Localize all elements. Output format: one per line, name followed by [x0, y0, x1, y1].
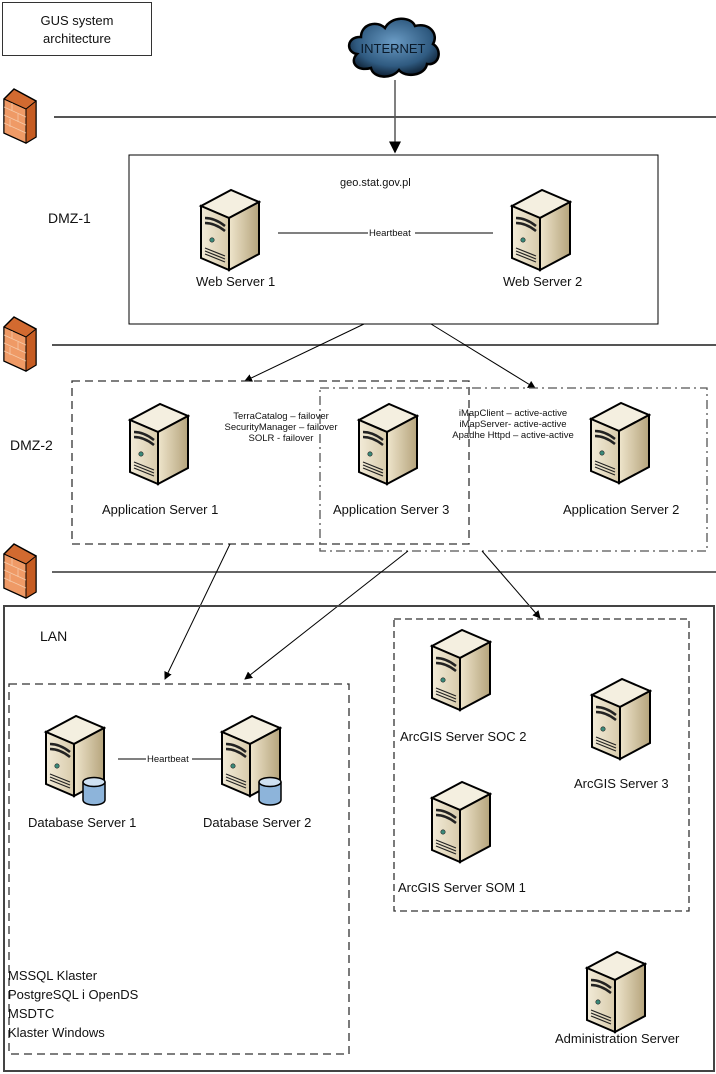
service-solr: SOLR - failover [248, 433, 314, 444]
firewall-icon [3, 543, 37, 599]
app-server-2-label: Application Server 2 [563, 502, 680, 517]
app-group1-services: TerraCatalog – failover SecurityManager … [216, 411, 346, 444]
web-heartbeat-label: Heartbeat [368, 228, 412, 239]
db-group-box [8, 683, 350, 1055]
title-line-2: architecture [43, 31, 111, 46]
app-group1-box [71, 380, 470, 545]
service-securitymanager: SecurityManager – failover [224, 422, 338, 433]
arrow-app2-to-arcgis [481, 550, 541, 619]
server-icon [429, 780, 493, 864]
app-server-3-label: Application Server 3 [333, 502, 450, 517]
arcgis-soc2-label: ArcGIS Server SOC 2 [400, 729, 527, 744]
server-icon [43, 714, 107, 798]
note-msdtc: MSDTC [8, 1006, 55, 1021]
app-server-1-icon[interactable] [126, 400, 191, 486]
arcgis-som1-icon[interactable] [428, 778, 493, 864]
service-imapserver: iMapServer- active-active [459, 419, 567, 430]
server-icon [588, 401, 652, 485]
admin-server-label: Administration Server [555, 1031, 680, 1046]
note-postgresql: PostgreSQL i OpenDS [8, 987, 139, 1002]
server-icon [429, 628, 493, 712]
server-icon [589, 677, 653, 761]
arcgis-3-icon[interactable] [588, 675, 653, 761]
cloud-icon [348, 17, 440, 78]
firewall-icon [3, 316, 37, 372]
diagram-title: GUS system architecture [2, 2, 152, 56]
server-icon [356, 402, 420, 486]
server-icon [509, 188, 573, 272]
database-icon [258, 776, 282, 806]
firewall-icon [3, 88, 37, 144]
app-group2-services: iMapClient – active-active iMapServer- a… [448, 408, 578, 441]
zone-label-dmz1: DMZ-1 [48, 210, 91, 226]
app-group2-box [319, 387, 708, 552]
database-icon [82, 776, 106, 806]
arrow-to-app-group2 [430, 323, 536, 389]
app-server-2-icon[interactable] [587, 399, 652, 485]
arrow-app1-to-db [164, 543, 231, 680]
arrow-to-app-group1 [244, 323, 365, 382]
web-server-2-icon[interactable] [508, 186, 573, 272]
service-apache-httpd: Apadhe Httpd – active-active [452, 430, 574, 441]
admin-server-icon[interactable] [583, 948, 648, 1034]
note-mssql: MSSQL Klaster [8, 968, 98, 983]
service-terracatalog: TerraCatalog – failover [233, 411, 329, 422]
arrow-app3-to-db [244, 550, 409, 680]
note-windows-cluster: Klaster Windows [8, 1025, 105, 1040]
arcgis-som1-label: ArcGIS Server SOM 1 [398, 880, 526, 895]
server-icon [198, 188, 262, 272]
arcgis-3-label: ArcGIS Server 3 [574, 776, 669, 791]
arcgis-group-box [393, 618, 690, 912]
internet-label: INTERNET [360, 41, 426, 56]
db-heartbeat-label: Heartbeat [146, 754, 190, 765]
app-server-1-label: Application Server 1 [102, 502, 219, 517]
web-server-1-icon[interactable] [197, 186, 262, 272]
zone-label-dmz2: DMZ-2 [10, 437, 53, 453]
arcgis-soc2-icon[interactable] [428, 626, 493, 712]
server-icon [584, 950, 648, 1034]
app-server-3-icon[interactable] [355, 400, 420, 486]
web-server-1-label: Web Server 1 [196, 274, 276, 289]
db-server-1-icon[interactable] [42, 712, 107, 798]
lan-box [3, 605, 715, 1072]
zone-label-lan: LAN [40, 628, 68, 644]
web-server-2-label: Web Server 2 [503, 274, 583, 289]
dmz1-domain: geo.stat.gov.pl [340, 177, 411, 189]
title-line-1: GUS system [40, 13, 114, 28]
service-imapclient: iMapClient – active-active [458, 408, 568, 419]
server-icon [127, 402, 191, 486]
db-server-1-label: Database Server 1 [28, 815, 137, 830]
db-server-2-label: Database Server 2 [203, 815, 312, 830]
db-cluster-notes: MSSQL Klaster PostgreSQL i OpenDS MSDTC … [8, 966, 138, 1042]
internet-cloud: INTERNET [343, 12, 443, 84]
dmz1-box [128, 154, 659, 325]
